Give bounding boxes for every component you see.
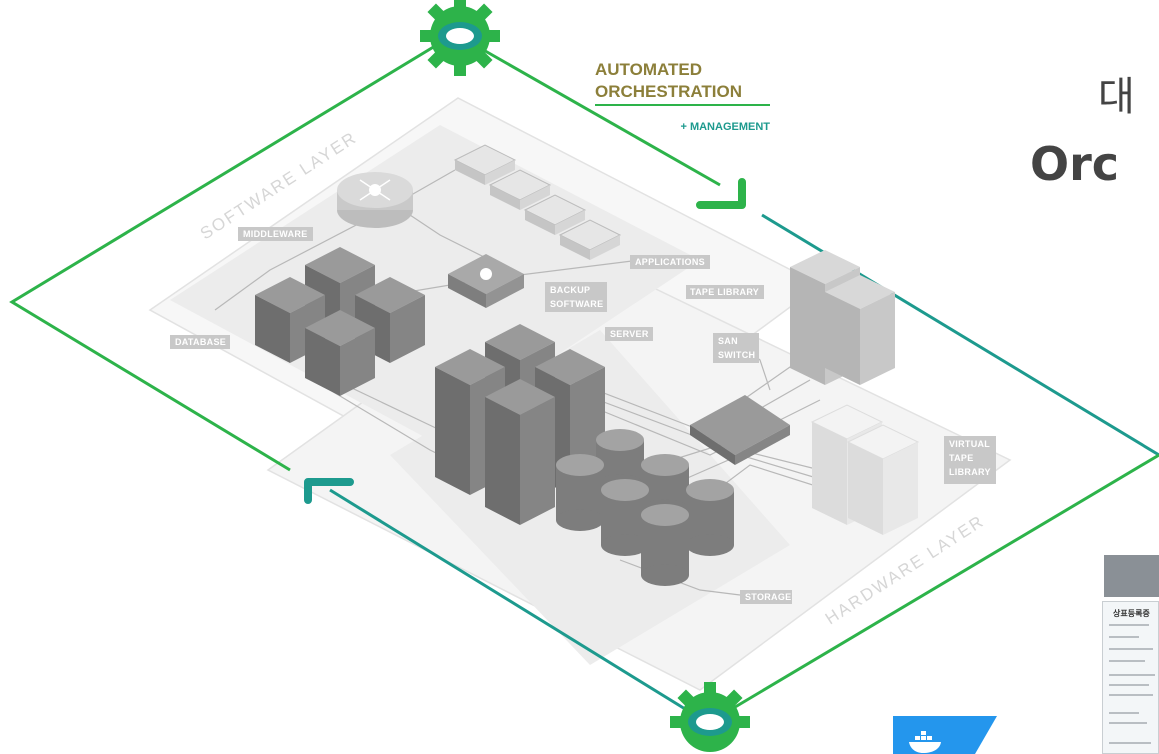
middleware-hub bbox=[337, 172, 413, 228]
orchestration-edge-bottom bbox=[329, 488, 691, 714]
certificate-text-line bbox=[1109, 722, 1147, 724]
label-server: SERVER bbox=[605, 327, 653, 341]
san-switch bbox=[690, 395, 790, 465]
orchestration-loop-green bbox=[9, 38, 446, 472]
label-database: DATABASE bbox=[170, 335, 230, 349]
page-heading: 대 Orc bbox=[1030, 75, 1135, 190]
arrow-down-right-icon bbox=[696, 178, 746, 209]
label-tape-library: TAPE LIBRARY bbox=[686, 285, 764, 299]
certificate-text-line bbox=[1109, 694, 1153, 696]
certificate-text-line bbox=[1109, 712, 1139, 714]
svg-text:VIRTUAL: VIRTUAL bbox=[949, 439, 990, 449]
svg-text:TAPE LIBRARY: TAPE LIBRARY bbox=[690, 287, 759, 297]
certificate-text-line bbox=[1109, 636, 1139, 638]
label-applications: APPLICATIONS bbox=[630, 255, 710, 269]
tape-library bbox=[790, 250, 895, 385]
svg-text:DATABASE: DATABASE bbox=[175, 337, 226, 347]
svg-text:STORAGE: STORAGE bbox=[745, 592, 791, 602]
docker-badge[interactable] bbox=[893, 716, 997, 754]
svg-text:BACKUP: BACKUP bbox=[550, 285, 590, 295]
orchestration-edge-top bbox=[479, 46, 721, 187]
certificate-text-line bbox=[1109, 624, 1149, 626]
database-cubes bbox=[255, 247, 425, 396]
certificate-title: 상표등록증 bbox=[1113, 609, 1150, 618]
server-towers bbox=[435, 324, 605, 525]
svg-text:APPLICATIONS: APPLICATIONS bbox=[635, 257, 705, 267]
orchestration-subtitle: + MANAGEMENT bbox=[680, 121, 770, 133]
arrow-up-left-icon bbox=[304, 478, 354, 504]
label-middleware: MIDDLEWARE bbox=[238, 227, 313, 241]
page-title-korean: 대 bbox=[1098, 74, 1135, 120]
label-storage: STORAGE bbox=[740, 590, 792, 604]
certificate-text-line bbox=[1109, 660, 1145, 662]
trademark-certificate-image[interactable]: 상표등록증 bbox=[1102, 601, 1159, 754]
storage-disks bbox=[556, 429, 734, 586]
docker-whale-icon bbox=[909, 731, 941, 753]
svg-text:SERVER: SERVER bbox=[610, 329, 649, 339]
gear-icon-bottom bbox=[670, 682, 750, 752]
certificate-text-line bbox=[1109, 648, 1153, 650]
orchestration-title-2: ORCHESTRATION bbox=[595, 82, 742, 101]
svg-text:SWITCH: SWITCH bbox=[718, 350, 755, 360]
certificate-text-line bbox=[1109, 742, 1151, 744]
certificate-header-bar bbox=[1104, 555, 1159, 597]
gear-icon-top bbox=[420, 0, 500, 76]
svg-text:SOFTWARE: SOFTWARE bbox=[550, 299, 603, 309]
application-modules bbox=[453, 144, 622, 260]
svg-text:SAN: SAN bbox=[718, 336, 738, 346]
svg-text:TAPE: TAPE bbox=[949, 453, 974, 463]
certificate-text-line bbox=[1109, 684, 1149, 686]
label-virtual-tape-library: VIRTUAL TAPE LIBRARY bbox=[944, 436, 996, 484]
page-title-english: Orc bbox=[1030, 137, 1120, 191]
orchestration-title-1: AUTOMATED bbox=[595, 60, 702, 79]
certificate-text-line bbox=[1109, 674, 1155, 676]
virtual-tape-library bbox=[810, 404, 920, 535]
label-backup-software: BACKUP SOFTWARE bbox=[545, 282, 607, 312]
orchestration-loop-teal-bottom bbox=[719, 453, 1159, 718]
svg-text:LIBRARY: LIBRARY bbox=[949, 467, 991, 477]
backup-software-box bbox=[448, 254, 524, 308]
svg-text:MIDDLEWARE: MIDDLEWARE bbox=[243, 229, 308, 239]
label-san-switch: SAN SWITCH bbox=[713, 333, 759, 363]
